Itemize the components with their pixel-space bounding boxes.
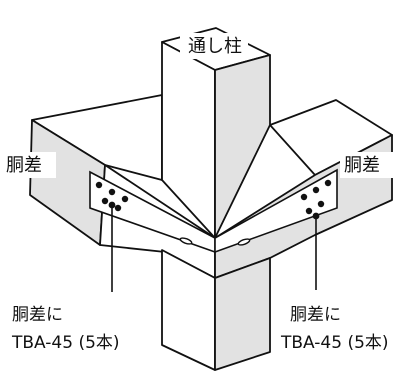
right-plate-face (214, 168, 338, 254)
right-strap-plate (214, 168, 338, 254)
right-plate-bolt-3 (300, 193, 308, 201)
left-plate-slot (179, 237, 193, 245)
through-post (161, 27, 271, 371)
right-plate-bolt-5 (305, 207, 313, 215)
callout-right-line2: TBA-45 (5本) (280, 333, 389, 353)
beam-right-label-bg (340, 152, 394, 178)
beam-left-label: 胴差 (6, 155, 42, 176)
leader-lines (108, 201, 320, 292)
beam-left-label-group: 胴差 (2, 152, 56, 178)
beam-right-label: 胴差 (344, 155, 380, 176)
post-lower-right-face (214, 257, 271, 371)
left-plate-bolt-2 (108, 188, 116, 196)
right-leader-dot (312, 212, 320, 220)
post-label-bg (180, 33, 248, 59)
callout-right-line1: 胴差に (290, 305, 341, 325)
beam-left-label-bg (2, 152, 56, 178)
right-plate-bolt-4 (317, 200, 325, 208)
left-plate-bolt-4 (101, 197, 109, 205)
left-leader-dot (108, 201, 116, 209)
right-plate-bolt-2 (312, 186, 320, 194)
callout-left-line2: TBA-45 (5本) (11, 333, 120, 353)
right-plate-bolt-1 (324, 179, 332, 187)
post-right-face (214, 54, 271, 239)
post-label: 通し柱 (188, 36, 242, 57)
left-plate-bolt-5 (114, 204, 122, 212)
callout-left-line1: 胴差に (12, 305, 63, 325)
post-label-group: 通し柱 (180, 33, 248, 59)
right-plate-slot (237, 238, 251, 246)
left-plate-bolt-3 (121, 195, 129, 203)
beam-right-label-group: 胴差 (340, 152, 394, 178)
left-plate-bolt-1 (95, 181, 103, 189)
